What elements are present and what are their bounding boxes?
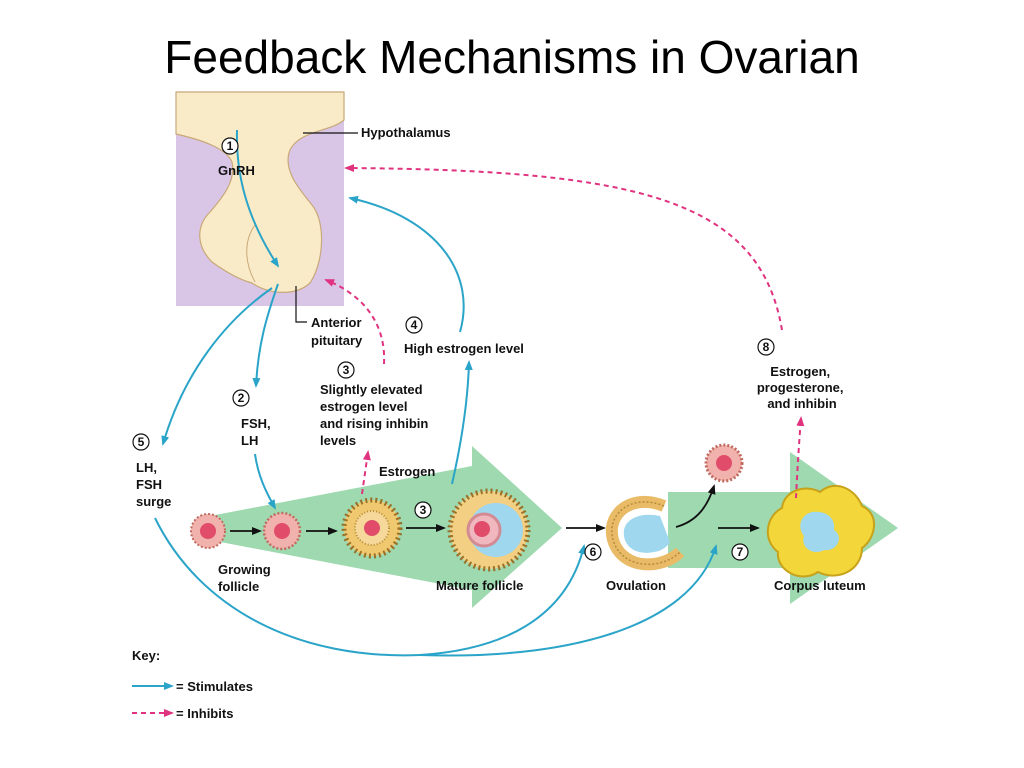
slide-title: Feedback Mechanisms in Ovarian bbox=[164, 31, 860, 83]
follicle-antral bbox=[341, 497, 403, 559]
svg-text:4: 4 bbox=[411, 318, 418, 332]
ovulation-follicle bbox=[605, 496, 685, 571]
svg-text:2: 2 bbox=[238, 391, 245, 405]
step-7-marker: 7 bbox=[731, 543, 749, 561]
step-8-marker: 8 bbox=[757, 338, 775, 356]
ovulation-label: Ovulation bbox=[606, 578, 666, 593]
corpus-luteum-structure bbox=[767, 485, 875, 578]
svg-text:8: 8 bbox=[763, 340, 770, 354]
hypothalamus-pituitary-shape bbox=[175, 91, 345, 293]
high-estrogen-label: High estrogen level bbox=[404, 341, 524, 356]
step-3-marker-b: 3 bbox=[414, 501, 432, 519]
step-4-marker: 4 bbox=[405, 316, 423, 334]
high-estrogen-stimulates-arrow bbox=[348, 195, 465, 333]
follicle-mature bbox=[447, 488, 531, 572]
mature-follicle-label: Mature follicle bbox=[436, 578, 523, 593]
corpus-luteum-inhibit-up-arrow bbox=[795, 416, 805, 499]
hypothalamus-label: Hypothalamus bbox=[361, 125, 451, 140]
svg-text:3: 3 bbox=[420, 503, 427, 517]
oocyte-release-arrow bbox=[675, 484, 716, 528]
step-6-marker: 6 bbox=[584, 543, 602, 561]
svg-text:5: 5 bbox=[138, 435, 145, 449]
svg-text:6: 6 bbox=[590, 545, 597, 559]
slight-estrogen-inhibits-arrow bbox=[324, 279, 386, 365]
luteal-hormones-label: Estrogen, progesterone, and inhibin bbox=[757, 364, 847, 411]
legend-stimulates-label: = Stimulates bbox=[176, 679, 253, 694]
lh-fsh-surge-label: LH, FSH surge bbox=[136, 460, 171, 509]
pituitary-lobe-line bbox=[246, 224, 256, 283]
surge-to-ovulation-arrow bbox=[154, 517, 586, 657]
step-2-marker: 2 bbox=[232, 389, 250, 407]
fsh-lh-label: FSH, LH bbox=[241, 416, 274, 448]
legend: Key: = Stimulates = Inhibits bbox=[132, 648, 253, 721]
estrogen-feedback-inhibit-arrow bbox=[361, 450, 371, 495]
step-1-marker: 1 bbox=[221, 137, 239, 155]
estrogen-up-arrow bbox=[451, 360, 473, 485]
step-3-marker-a: 3 bbox=[337, 361, 355, 379]
svg-text:3: 3 bbox=[343, 363, 350, 377]
anterior-pituitary-label: Anterior pituitary bbox=[311, 315, 365, 348]
surge-to-corpus-luteum-arrow bbox=[419, 544, 718, 657]
fsh-lh-stimulates-arrow bbox=[252, 283, 279, 388]
svg-text:1: 1 bbox=[227, 139, 234, 153]
fsh-lh-to-follicle-arrow bbox=[254, 453, 276, 510]
follicle-primary bbox=[190, 513, 226, 549]
pituitary-leader bbox=[295, 286, 307, 323]
gnrh-label: GnRH bbox=[218, 163, 255, 178]
svg-text:7: 7 bbox=[737, 545, 744, 559]
released-oocyte bbox=[704, 443, 744, 483]
legend-title: Key: bbox=[132, 648, 160, 663]
follicle-secondary bbox=[262, 511, 302, 551]
corpus-luteum-label: Corpus luteum bbox=[774, 578, 866, 593]
estrogen-label: Estrogen bbox=[379, 464, 435, 479]
growing-follicle-label: Growing follicle bbox=[218, 562, 274, 594]
legend-inhibits-label: = Inhibits bbox=[176, 706, 233, 721]
lh-fsh-surge-arrow bbox=[161, 287, 273, 446]
step-5-marker: 5 bbox=[132, 433, 150, 451]
slightly-elevated-estrogen-label: Slightly elevated estrogen level and ris… bbox=[320, 382, 432, 448]
luteal-hormones-inhibit-arrow bbox=[344, 164, 783, 331]
